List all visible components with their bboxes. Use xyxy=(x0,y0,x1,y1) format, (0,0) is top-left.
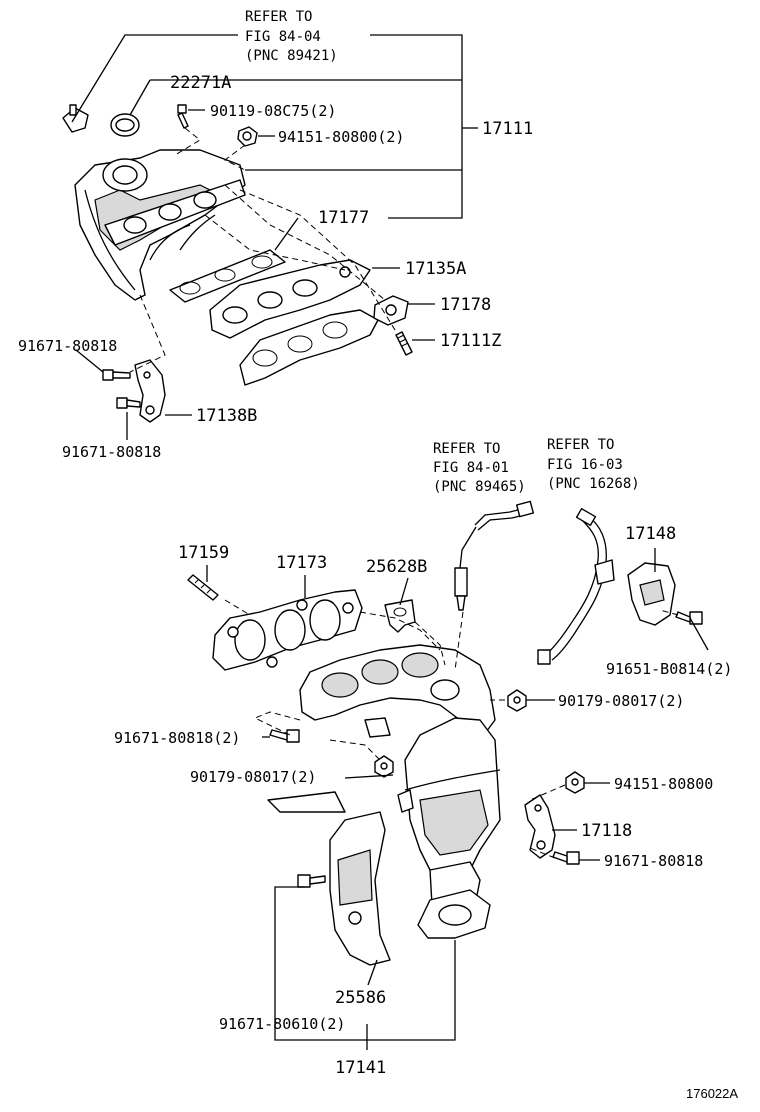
diagram-id: 176022A xyxy=(686,1086,738,1101)
bolt-91651 xyxy=(675,611,703,625)
bracket-17118 xyxy=(524,794,556,859)
gasket-ring xyxy=(110,113,140,137)
labels: REFER TO FIG 84-04 (PNC 89421) 22271A 90… xyxy=(18,9,738,1101)
bolt-90119 xyxy=(177,104,189,129)
gasket-17178 xyxy=(239,309,379,386)
nut-94151-top xyxy=(237,126,258,147)
label-17111: 17111 xyxy=(482,119,533,139)
bolt-91671-insulator xyxy=(297,874,326,888)
nut-94151-bottom xyxy=(565,771,585,794)
ref-sensor-line1: REFER TO xyxy=(433,441,500,457)
label-94151-single: 94151-80800 xyxy=(614,775,713,793)
label-17178: 17178 xyxy=(440,295,491,315)
label-90179-right: 90179-08017(2) xyxy=(558,692,684,710)
ref-top-line1: REFER TO xyxy=(245,9,312,25)
ref-top-line2: FIG 84-04 xyxy=(245,29,321,45)
exhaust-manifold xyxy=(299,644,496,746)
top-leader-lines xyxy=(71,34,478,440)
label-91671-lower: 91671-80818 xyxy=(62,443,161,461)
label-91671-insulator: 91671-80610(2) xyxy=(219,1015,345,1033)
pipe-16268 xyxy=(537,507,615,665)
label-25628B: 25628B xyxy=(366,557,427,577)
label-17148: 17148 xyxy=(625,524,676,544)
bracket-17138B xyxy=(134,359,166,423)
bolt-91671-lower xyxy=(116,397,141,409)
label-91671-manifold: 91671-80818(2) xyxy=(114,729,240,747)
label-17138B: 17138B xyxy=(196,406,257,426)
stud-17159 xyxy=(187,574,219,601)
ref-sensor-line2: FIG 84-01 xyxy=(433,460,509,476)
label-91671-bracket: 91671-80818 xyxy=(604,852,703,870)
label-17135A: 17135A xyxy=(405,259,466,279)
spacer-17135A xyxy=(209,259,371,339)
label-90119: 90119-08C75(2) xyxy=(210,102,336,120)
plate-17178 xyxy=(373,295,409,326)
nut-90179-right xyxy=(507,689,527,712)
label-94151-pair: 94151-80800(2) xyxy=(278,128,404,146)
map-sensor xyxy=(62,104,89,133)
bolt-91671-upper xyxy=(102,369,131,381)
ref-sensor-line3: (PNC 89465) xyxy=(433,479,526,495)
stud-17111Z xyxy=(395,331,413,356)
label-17111Z: 17111Z xyxy=(440,331,501,351)
label-22271A: 22271A xyxy=(170,73,231,93)
gasket-17173 xyxy=(212,589,363,671)
heat-insulator-25586 xyxy=(329,811,391,966)
label-17141: 17141 xyxy=(335,1058,386,1078)
nut-90179-left xyxy=(374,755,394,778)
ref-pipe-line1: REFER TO xyxy=(547,437,614,453)
bottom-leader-lines xyxy=(206,548,709,1050)
ref-pipe-line3: (PNC 16268) xyxy=(547,476,640,492)
label-91651: 91651-B0814(2) xyxy=(606,660,732,678)
label-17173: 17173 xyxy=(276,553,327,573)
heat-insulator-upper xyxy=(267,791,346,813)
oxygen-sensor xyxy=(454,500,535,611)
ref-top-line3: (PNC 89421) xyxy=(245,48,338,64)
ref-pipe-line2: FIG 16-03 xyxy=(547,457,623,473)
label-90179-left: 90179-08017(2) xyxy=(190,768,316,786)
gasket-17177 xyxy=(169,249,286,303)
label-17177: 17177 xyxy=(318,208,369,228)
intake-manifold xyxy=(74,149,246,301)
gasket-25628B xyxy=(384,599,416,633)
label-91671-upper: 91671-80818 xyxy=(18,337,117,355)
label-17159: 17159 xyxy=(178,543,229,563)
catalytic-converter xyxy=(397,717,501,939)
bolt-91671-bracket xyxy=(552,851,580,865)
label-25586: 25586 xyxy=(335,988,386,1008)
bolt-91671-manifold xyxy=(269,729,300,743)
label-17118: 17118 xyxy=(581,821,632,841)
sensor-cover-17148 xyxy=(627,562,676,626)
